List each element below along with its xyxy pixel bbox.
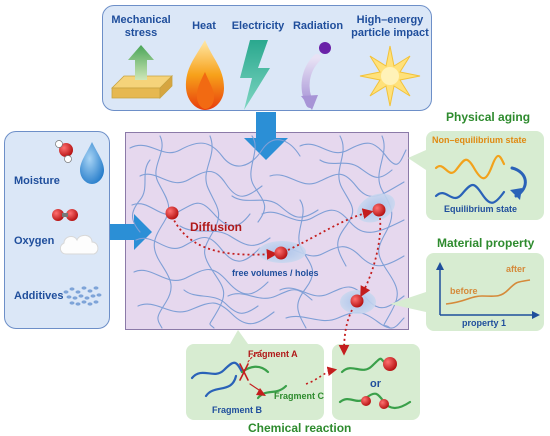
arrow-right-icon bbox=[110, 214, 152, 250]
radiation-icon bbox=[301, 42, 331, 110]
diffusion-path bbox=[171, 208, 382, 356]
reaction-fragments-icon bbox=[190, 349, 288, 400]
mechanical-stress-label: Mechanical stress bbox=[111, 14, 171, 39]
additives-label: Additives bbox=[14, 290, 64, 302]
property-axis-label: property 1 bbox=[462, 318, 507, 328]
flame-icon bbox=[185, 40, 224, 110]
cloud-icon bbox=[59, 234, 99, 255]
non-equilibrium-label: Non–equilibrium state bbox=[432, 135, 527, 145]
before-label: before bbox=[450, 286, 478, 296]
fragment-c-label: Fragment C bbox=[274, 391, 325, 401]
or-label: or bbox=[370, 378, 381, 390]
equilibrium-label: Equilibrium state bbox=[444, 204, 518, 214]
chemical-reaction-title: Chemical reaction bbox=[248, 421, 352, 435]
callout-property bbox=[390, 292, 426, 312]
aging-chains-icon bbox=[434, 154, 527, 204]
fragment-a-label: Fragment A bbox=[248, 349, 298, 359]
arrow-down-icon bbox=[244, 112, 288, 160]
water-drop-icon bbox=[80, 142, 104, 184]
after-label: after bbox=[506, 264, 526, 274]
reaction-panel-left bbox=[186, 344, 324, 420]
material-property-panel bbox=[426, 253, 544, 331]
reaction-arrow bbox=[305, 366, 338, 385]
heat-label: Heat bbox=[192, 20, 216, 32]
reaction-panel-right bbox=[332, 344, 420, 420]
electricity-label: Electricity bbox=[231, 20, 285, 32]
lightning-bolt-icon bbox=[240, 40, 270, 110]
oxygen-molecule-icon bbox=[52, 209, 78, 221]
fragment-b-label: Fragment B bbox=[212, 405, 263, 415]
starburst-icon bbox=[359, 45, 421, 107]
diffusion-label: Diffusion bbox=[190, 220, 242, 234]
moisture-label: Moisture bbox=[14, 175, 60, 187]
physical-aging-title: Physical aging bbox=[446, 110, 531, 124]
callout-reaction bbox=[230, 330, 248, 344]
mechanical-stress-icon bbox=[111, 45, 173, 99]
property-chart bbox=[436, 262, 540, 319]
additive-particles-icon bbox=[63, 286, 102, 306]
water-molecule-icon bbox=[55, 140, 73, 163]
oxygen-label: Oxygen bbox=[14, 235, 55, 247]
free-volumes-label: free volumes / holes bbox=[232, 268, 319, 278]
callout-aging bbox=[408, 150, 426, 170]
material-property-title: Material property bbox=[437, 236, 535, 250]
diffusing-molecules bbox=[165, 203, 386, 308]
reaction-products-icon bbox=[338, 357, 412, 410]
radiation-label: Radiation bbox=[292, 20, 344, 32]
particle-impact-label: High–energy particle impact bbox=[351, 14, 429, 39]
